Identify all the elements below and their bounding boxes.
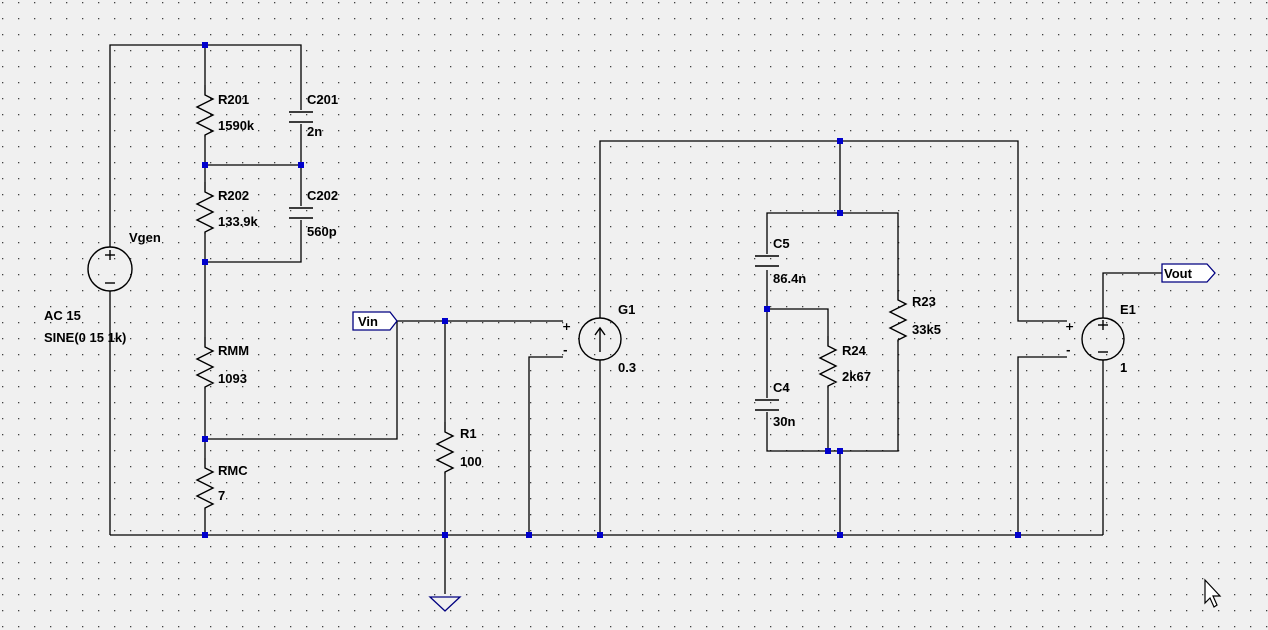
rmm-value: 1093 bbox=[218, 371, 247, 386]
r202-name: R202 bbox=[218, 188, 249, 203]
vin-net-label[interactable]: Vin bbox=[352, 311, 398, 331]
e1-plus-label: + bbox=[1065, 320, 1074, 333]
r201-name: R201 bbox=[218, 92, 249, 107]
resistor-rmm[interactable]: RMM 1093 bbox=[195, 337, 249, 389]
wires bbox=[109, 44, 1162, 594]
c4-name: C4 bbox=[773, 380, 790, 395]
vout-net-label[interactable]: Vout bbox=[1161, 263, 1216, 283]
e1-minus-label: - bbox=[1066, 344, 1071, 357]
capacitor-c4[interactable]: C4 30n bbox=[755, 380, 795, 429]
c201-value: 2n bbox=[307, 124, 322, 139]
r202-value: 133.9k bbox=[218, 214, 259, 229]
r201-value: 1590k bbox=[218, 118, 255, 133]
resistor-r24[interactable]: R24 2k67 bbox=[818, 336, 871, 388]
r24-value: 2k67 bbox=[842, 369, 871, 384]
capacitor-c201[interactable]: C201 2n bbox=[289, 92, 338, 139]
g1-controlled-current-source[interactable]: + - G1 0.3 bbox=[562, 302, 636, 375]
ground-symbol[interactable] bbox=[428, 596, 462, 612]
resistor-rmc[interactable]: RMC 7 bbox=[195, 458, 248, 510]
r23-value: 33k5 bbox=[912, 322, 941, 337]
vin-label-text: Vin bbox=[358, 314, 378, 329]
g1-minus-label: - bbox=[563, 344, 568, 357]
e1-name: E1 bbox=[1120, 302, 1136, 317]
r24-name: R24 bbox=[842, 343, 867, 358]
c202-name: C202 bbox=[307, 188, 338, 203]
vgen-sine-value: SINE(0 15 1k) bbox=[44, 330, 126, 345]
resistor-r201[interactable]: R201 1590k bbox=[195, 85, 255, 137]
vgen-name: Vgen bbox=[129, 230, 161, 245]
g1-value: 0.3 bbox=[618, 360, 636, 375]
e1-value: 1 bbox=[1120, 360, 1127, 375]
capacitor-c202[interactable]: C202 560p bbox=[289, 188, 338, 239]
g1-plus-label: + bbox=[562, 320, 571, 333]
vout-label-text: Vout bbox=[1164, 266, 1193, 281]
junction-dots bbox=[202, 42, 1021, 538]
resistor-r1[interactable]: R1 100 bbox=[435, 422, 482, 474]
rmm-name: RMM bbox=[218, 343, 249, 358]
r1-name: R1 bbox=[460, 426, 477, 441]
mouse-cursor-icon bbox=[1204, 578, 1222, 608]
c5-name: C5 bbox=[773, 236, 790, 251]
c5-value: 86.4n bbox=[773, 271, 806, 286]
c202-value: 560p bbox=[307, 224, 337, 239]
resistor-r202[interactable]: R202 133.9k bbox=[195, 182, 259, 234]
resistor-r23[interactable]: R23 33k5 bbox=[888, 290, 941, 342]
r1-value: 100 bbox=[460, 454, 482, 469]
c4-value: 30n bbox=[773, 414, 795, 429]
vgen-ac-value: AC 15 bbox=[44, 308, 81, 323]
rmc-name: RMC bbox=[218, 463, 248, 478]
rmc-value: 7 bbox=[218, 488, 225, 503]
vgen-voltage-source[interactable]: Vgen AC 15 SINE(0 15 1k) bbox=[44, 230, 161, 345]
e1-controlled-voltage-source[interactable]: + - E1 1 bbox=[1065, 302, 1136, 375]
r23-name: R23 bbox=[912, 294, 936, 309]
g1-name: G1 bbox=[618, 302, 635, 317]
c201-name: C201 bbox=[307, 92, 338, 107]
capacitor-c5[interactable]: C5 86.4n bbox=[755, 236, 806, 286]
